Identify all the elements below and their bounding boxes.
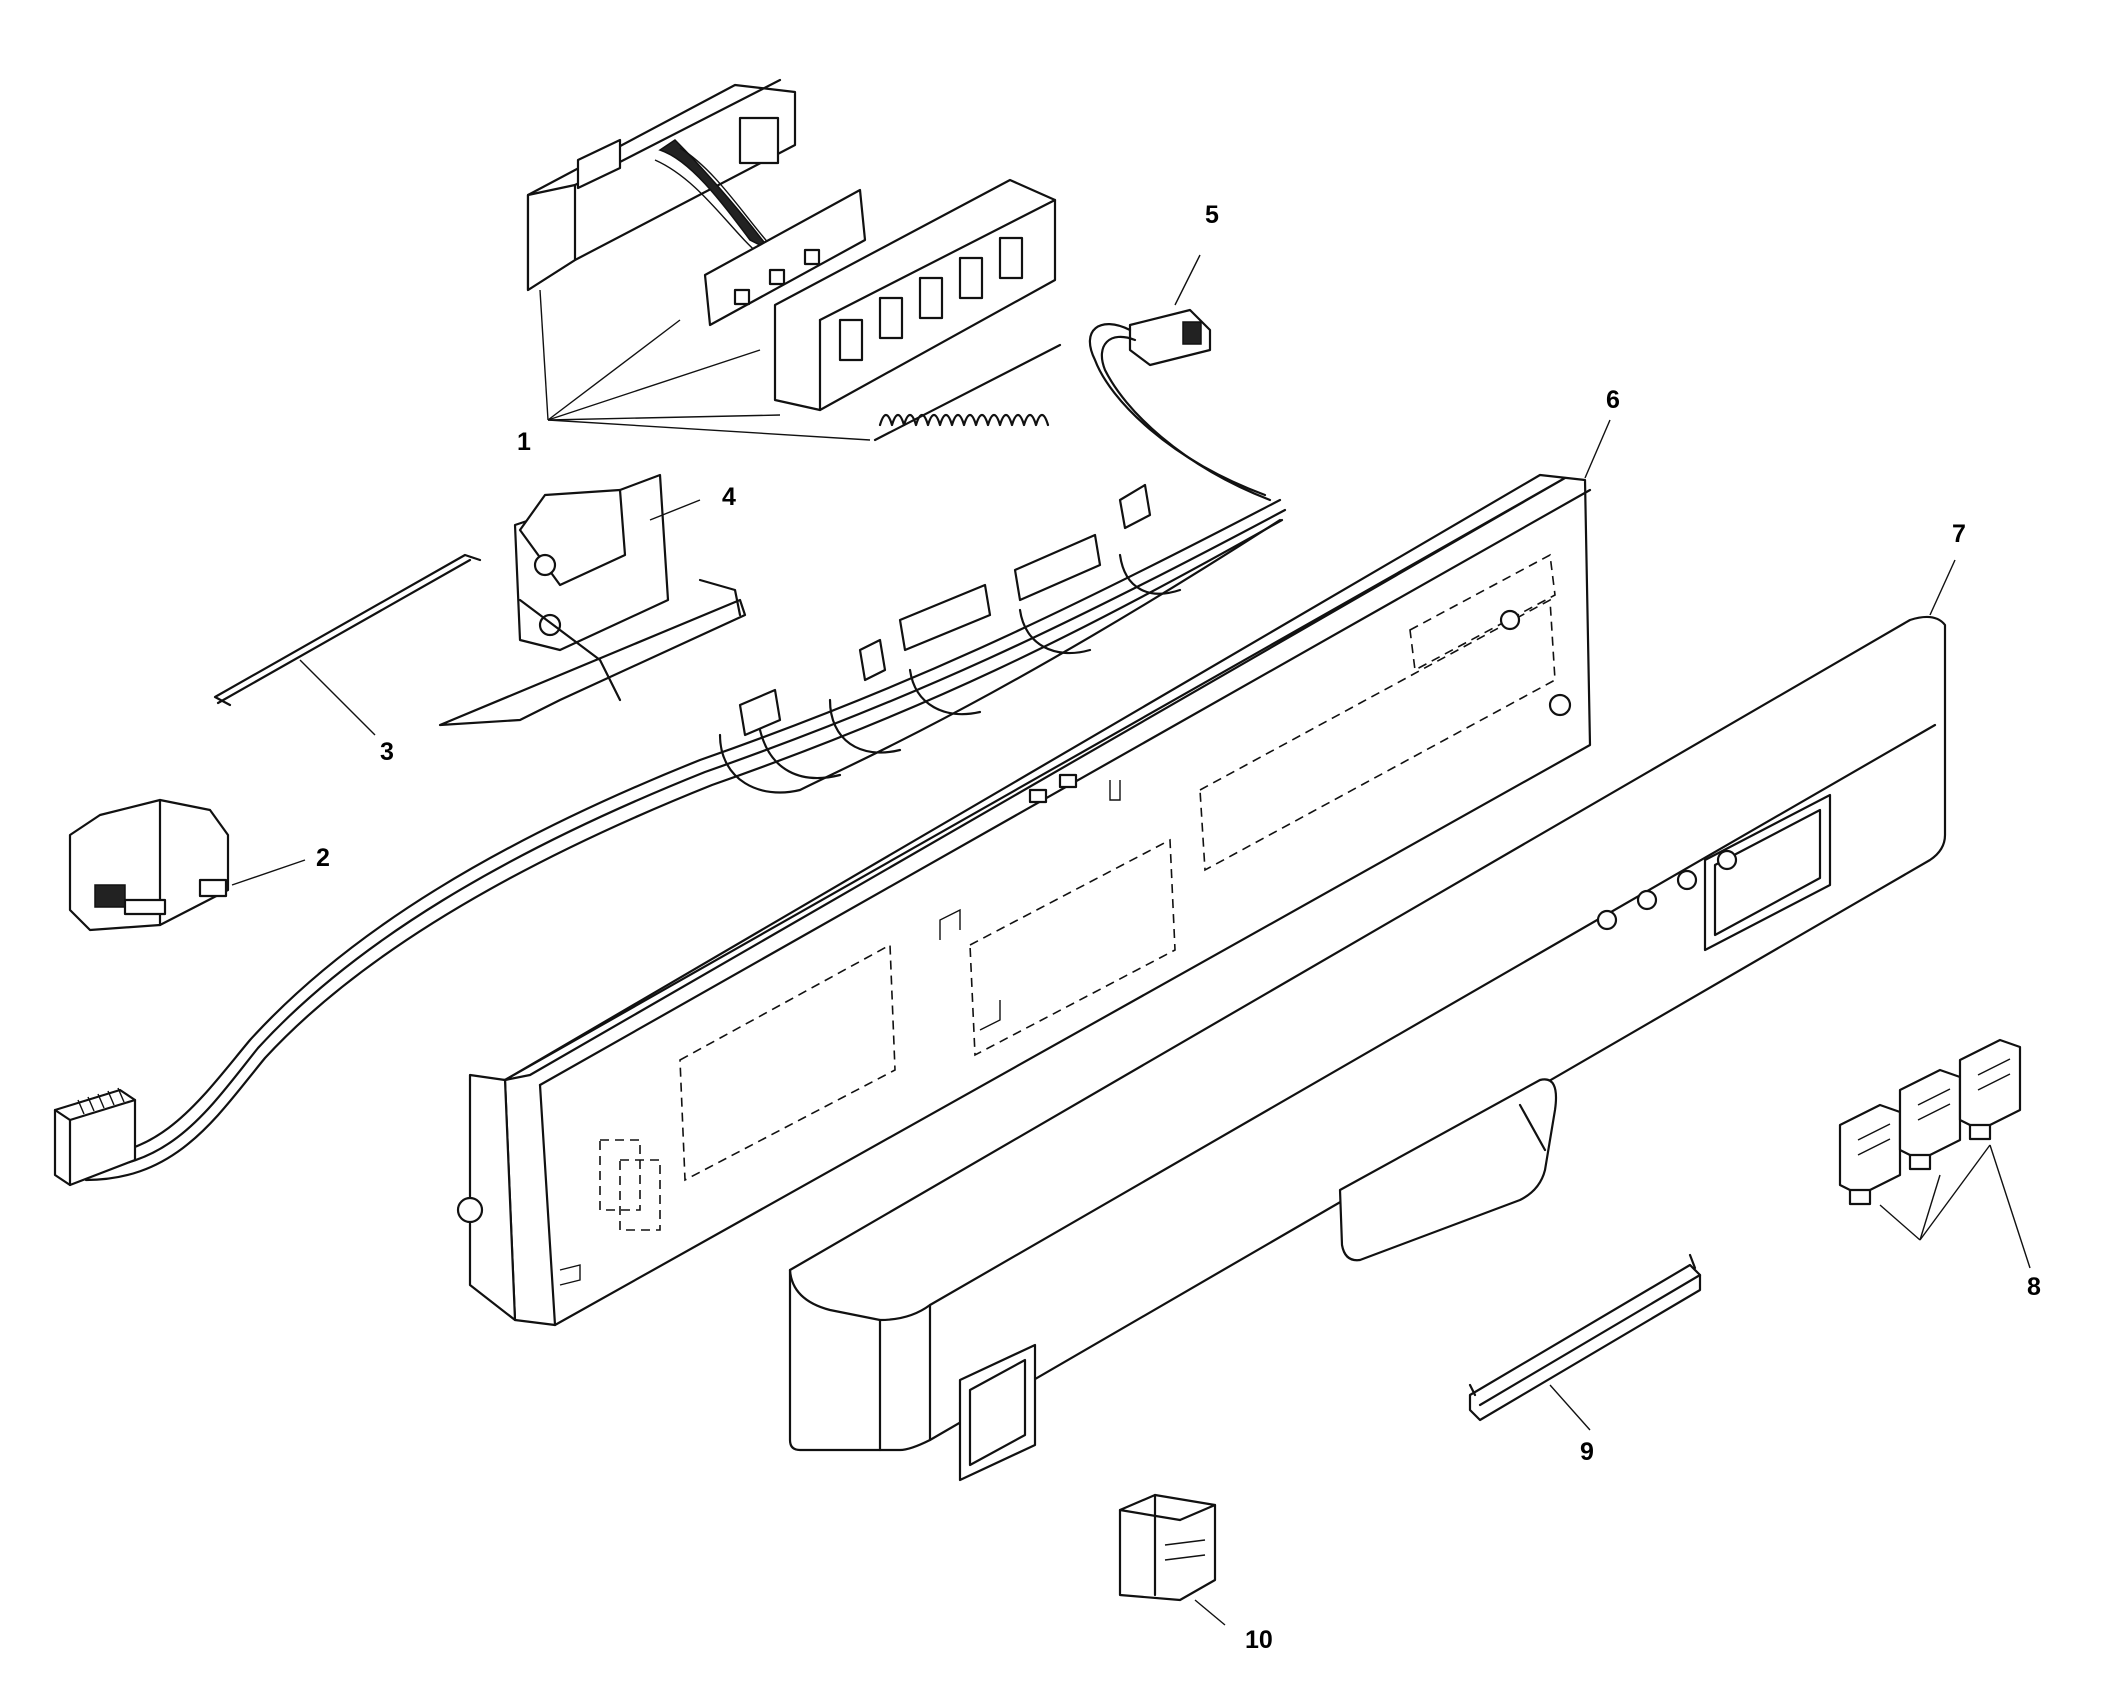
callout-7: 7 [1952, 520, 1966, 548]
callout-1: 1 [517, 428, 531, 456]
callout-3: 3 [380, 738, 394, 766]
part-2-switch [68, 798, 306, 932]
part-8-keys [1838, 1038, 2031, 1269]
part-3-rod [213, 553, 482, 736]
part-10-knob [1118, 1493, 1226, 1626]
callout-8: 8 [2027, 1273, 2041, 1301]
callout-6: 6 [1606, 386, 1620, 414]
part-9-handle-strip [1468, 1253, 1702, 1431]
callout-5: 5 [1205, 201, 1219, 229]
part-5-wiring-harness [53, 254, 1287, 1187]
part-7-front-panel [788, 559, 1956, 1482]
callout-4: 4 [722, 483, 736, 511]
part-6-inner-panel [456, 419, 1611, 1327]
callout-2: 2 [316, 844, 330, 872]
callout-9: 9 [1580, 1438, 1594, 1466]
part-1-control-board [526, 78, 1062, 442]
part-4-latch-bracket [438, 473, 747, 727]
callout-10: 10 [1245, 1626, 1273, 1654]
